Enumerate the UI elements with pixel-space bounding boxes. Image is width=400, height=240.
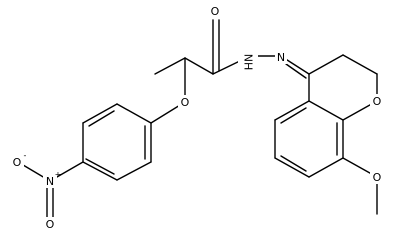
atom-labels: O NH N O O O N + O - O [10, 4, 384, 231]
atom-n-nitro: N [46, 175, 54, 188]
bond-c4a-c8a [308, 100, 344, 121]
bond-c7-c6 [274, 157, 310, 178]
atom-nh-hydrazide: NH [242, 54, 255, 71]
bond-benzo-inner-2 [280, 155, 307, 172]
bond-c5-c4a [274, 100, 310, 121]
bond-n-c4-2 [285, 63, 307, 79]
atom-o-ether: O [181, 96, 190, 109]
bond-phenyl-5 [82, 103, 118, 124]
atom-o-nitro-bottom: O [46, 218, 55, 231]
bond-phenyl-inner-2 [85, 158, 115, 175]
atom-n-nitro-charge: + [55, 170, 62, 179]
atom-o-nitro-left-charge: - [24, 151, 27, 160]
atom-o-methoxy: O [373, 171, 382, 184]
bond-c3-c2 [342, 54, 378, 75]
bond-c4-c3 [308, 54, 344, 75]
atom-o-carbonyl: O [211, 5, 220, 18]
atom-n-hydrazone: N [277, 51, 285, 64]
bond-methyl [154, 57, 186, 75]
bond-phenyl-2 [116, 161, 152, 181]
atom-o-ring: O [373, 95, 382, 108]
bond-c8-c7 [308, 157, 344, 178]
bond-n-c4-1 [283, 57, 310, 75]
bond-phenyl-inner-3 [88, 110, 115, 127]
bond-ch-carbonyl [184, 57, 214, 75]
bond-phenyl-3 [82, 161, 118, 181]
bond-benzo-inner-3 [280, 107, 307, 124]
bond-phenyl-6 [116, 103, 152, 124]
atom-o-nitro-left: O [13, 156, 22, 169]
bonds [17, 19, 378, 221]
